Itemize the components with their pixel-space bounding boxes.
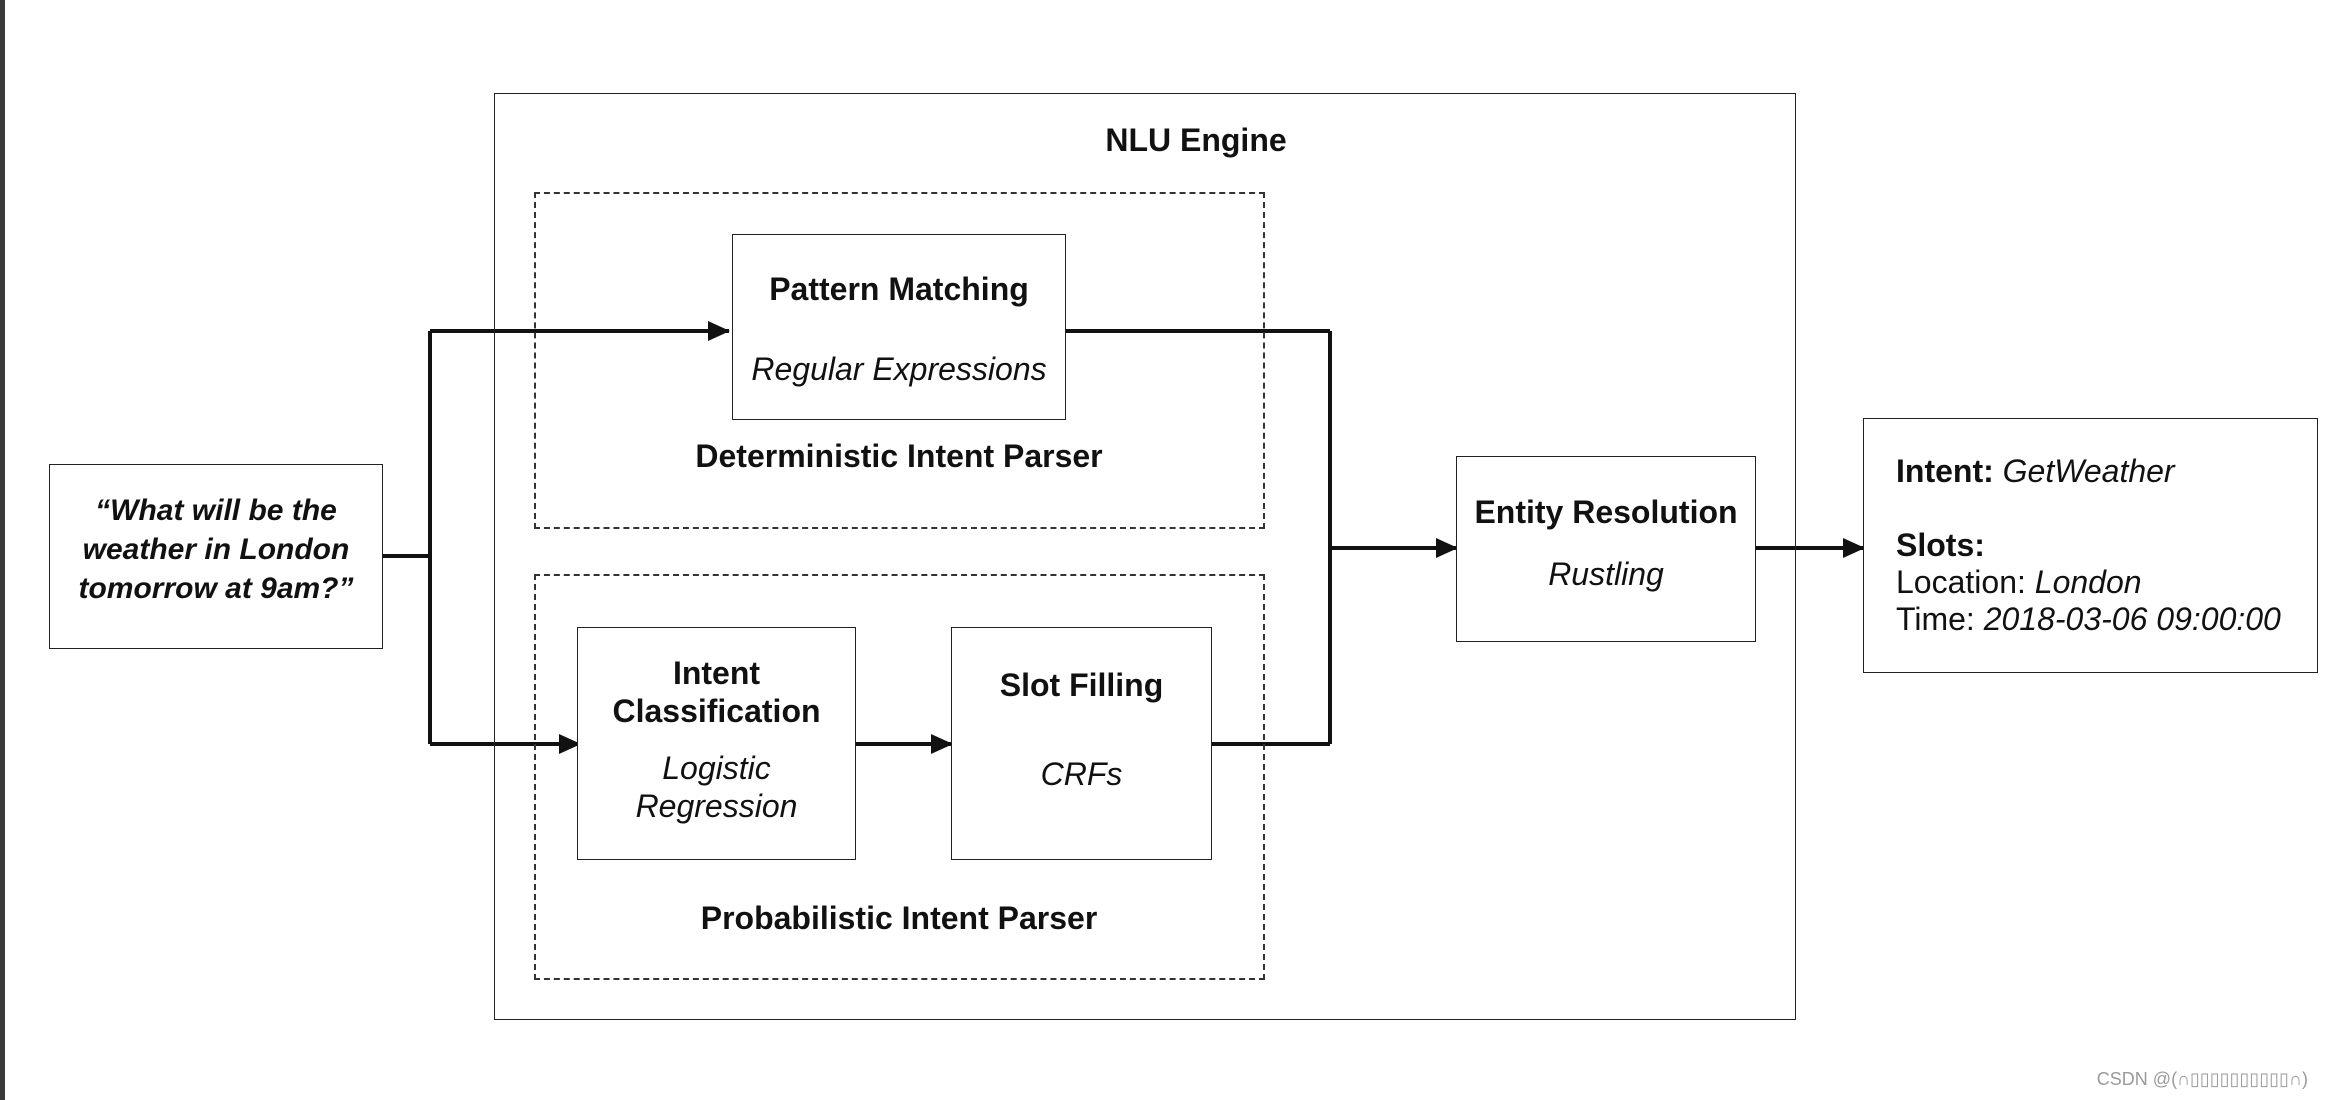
intent-classification-box: Intent Classification Logistic Regressio… xyxy=(577,627,856,860)
output-location-line: Location: London xyxy=(1896,564,2317,601)
csdn-watermark: CSDN @(∩▯▯▯▯▯▯▯▯▯▯∩) xyxy=(2096,1069,2308,1089)
input-query-line-1: “What will be the xyxy=(95,494,337,527)
deterministic-parser-label: Deterministic Intent Parser xyxy=(695,438,1103,474)
output-spacer xyxy=(1896,490,2317,527)
output-location-value: London xyxy=(2034,564,2142,600)
output-time-line: Time: 2018-03-06 09:00:00 xyxy=(1896,601,2317,638)
output-intent-line: Intent: GetWeather xyxy=(1896,453,2317,490)
pattern-matching-box: Pattern Matching Regular Expressions xyxy=(732,234,1066,420)
input-query-line-2: weather in London xyxy=(82,533,350,566)
slot-filling-title: Slot Filling xyxy=(999,667,1164,703)
output-time-value: 2018-03-06 09:00:00 xyxy=(1983,601,2281,637)
input-query-box: “What will be the weather in London tomo… xyxy=(49,464,383,649)
nlu-engine-title: NLU Engine xyxy=(1105,122,1287,158)
probabilistic-parser-label: Probabilistic Intent Parser xyxy=(700,900,1098,936)
output-intent-value: GetWeather xyxy=(2002,453,2175,489)
window-left-edge xyxy=(0,0,5,1100)
pattern-matching-title: Pattern Matching xyxy=(769,271,1029,307)
output-intent-label: Intent: xyxy=(1896,453,1994,489)
slot-filling-method: CRFs xyxy=(1040,756,1123,792)
intent-classification-title-line-2: Classification xyxy=(612,693,821,729)
output-slots-label: Slots: xyxy=(1896,527,1985,563)
input-query-line-3: tomorrow at 9am?” xyxy=(78,572,354,605)
entity-resolution-method: Rustling xyxy=(1548,556,1664,592)
input-query-text: “What will be the weather in London tomo… xyxy=(50,465,382,608)
entity-resolution-title: Entity Resolution xyxy=(1474,494,1738,530)
intent-classification-title-line-1: Intent xyxy=(672,655,761,691)
pattern-matching-method: Regular Expressions xyxy=(751,351,1047,387)
output-location-label: Location: xyxy=(1896,564,2026,600)
probabilistic-parser-region xyxy=(534,574,1265,980)
intent-classification-method: Logistic Regression xyxy=(578,749,855,825)
deterministic-parser-region xyxy=(534,192,1265,529)
slot-filling-box: Slot Filling CRFs xyxy=(951,627,1212,860)
intent-classification-method-line-1: Logistic xyxy=(662,750,771,786)
intent-classification-method-line-2: Regression xyxy=(635,788,798,824)
nlu-engine-box xyxy=(494,93,1796,1020)
intent-classification-title: Intent Classification xyxy=(578,654,855,730)
output-result-box: Intent: GetWeather Slots: Location: Lond… xyxy=(1863,418,2318,673)
entity-resolution-box: Entity Resolution Rustling xyxy=(1456,456,1756,642)
output-time-label: Time: xyxy=(1896,601,1975,637)
